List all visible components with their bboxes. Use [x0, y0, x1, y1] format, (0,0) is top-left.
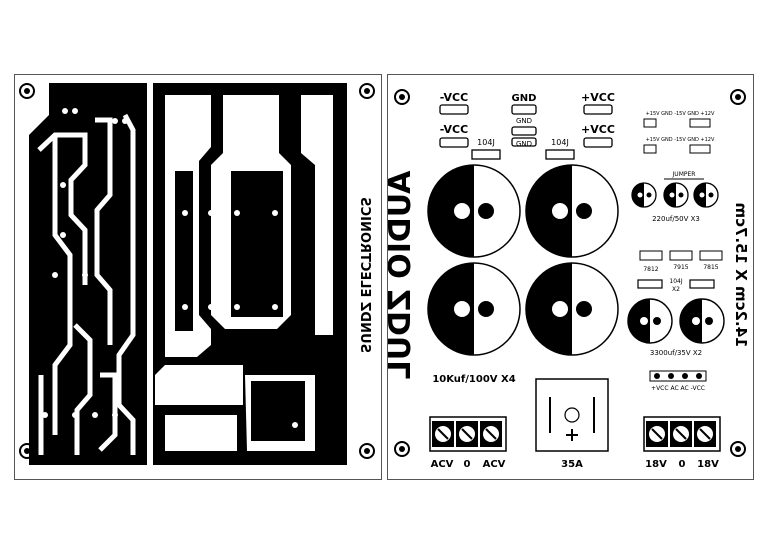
mounting-hole	[730, 441, 746, 457]
main-capacitor	[427, 262, 521, 356]
v18-right-label: 18V	[697, 459, 719, 470]
small-capacitor	[693, 182, 719, 208]
mounting-hole	[19, 83, 35, 99]
gnd-label-top: GND	[512, 93, 537, 104]
reg-row-label-1: +15V GND -15V GND +12V	[646, 111, 715, 117]
jumper-label: JUMPER	[672, 171, 696, 178]
main-capacitor	[427, 164, 521, 258]
acv-left-label: ACV	[431, 459, 454, 470]
cap-104j-right	[545, 149, 575, 160]
reg-7812-outline	[639, 250, 663, 261]
bridge-label: 35A	[561, 459, 583, 470]
reg-row-label-2: +15V GND -15V GND +12V	[646, 137, 715, 143]
cap-104j-x2-qty: X2	[672, 286, 680, 293]
mounting-hole	[394, 89, 410, 105]
reg-pad-1b	[689, 118, 711, 128]
cap-220-label: 220uf/50V X3	[652, 215, 700, 223]
mounting-hole	[730, 89, 746, 105]
cap-104j-left-label: 104J	[477, 138, 495, 147]
main-capacitor	[525, 262, 619, 356]
jumper-pad-gnd-low	[511, 137, 537, 147]
zero-left-label: 0	[464, 459, 471, 470]
cap-104j-x2-label: 104J	[669, 278, 682, 285]
cap-104j-x2-a	[637, 279, 663, 289]
small-capacitor	[631, 182, 657, 208]
jumper-pad-gnd-mid	[511, 126, 537, 136]
vcc-ac-row-label: +VCC AC AC -VCC	[651, 385, 705, 392]
medium-capacitor	[627, 298, 673, 344]
reg-pad-2b	[689, 144, 711, 154]
reg-7812-label: 7812	[643, 266, 658, 273]
cap-104j-right-label: 104J	[551, 138, 569, 147]
silkscreen-layer-board: AUDIO ZDUL 14.2cm X 15.7cm -VCC -VCC GND…	[387, 74, 754, 480]
main-caps-label: 10Kuf/100V X4	[432, 374, 515, 385]
jumper-pad-neg-vcc-2	[439, 137, 469, 148]
copper-layer-board: SUNDZ ELECTRONICS	[14, 74, 382, 480]
terminal-block-left	[429, 416, 507, 452]
mounting-hole	[359, 83, 375, 99]
reg-7815-label: 7815	[703, 264, 718, 271]
gnd-label-mid: GND	[516, 117, 532, 125]
copper-layer-svg: SUNDZ ELECTRONICS	[19, 83, 375, 465]
neg-vcc-label-2: -VCC	[440, 123, 468, 136]
jumper-pad-gnd-top	[511, 104, 537, 115]
neg-vcc-label-1: -VCC	[440, 91, 468, 104]
brand-text: AUDIO ZDUL	[388, 171, 418, 380]
reg-7915-outline	[669, 250, 693, 261]
gnd-label-low: GND	[516, 140, 532, 148]
zero-right-label: 0	[679, 459, 686, 470]
copper-text: SUNDZ ELECTRONICS	[357, 197, 372, 353]
terminal-block-right	[643, 416, 721, 452]
medium-capacitor	[679, 298, 725, 344]
trace-gaps-left	[37, 113, 136, 455]
jumper-pad-pos-vcc-2	[583, 137, 613, 148]
reg-7815-outline	[699, 250, 723, 261]
jumper-pad-pos-vcc-1	[583, 104, 613, 115]
pads	[42, 108, 318, 448]
cap-104j-x2-b	[689, 279, 715, 289]
pos-vcc-label-1: +VCC	[581, 91, 615, 104]
reg-pad-2a	[643, 144, 657, 154]
acv-right-label: ACV	[483, 459, 506, 470]
mounting-hole	[394, 441, 410, 457]
mounting-hole	[359, 443, 375, 459]
pos-vcc-label-2: +VCC	[581, 123, 615, 136]
copper-islands	[175, 171, 305, 441]
cap-104j-left	[471, 149, 501, 160]
header-4pin	[649, 370, 707, 382]
bridge-rectifier	[535, 378, 609, 452]
main-capacitor	[525, 164, 619, 258]
reg-7915-label: 7915	[673, 264, 688, 271]
jumper-pad-neg-vcc-1	[439, 104, 469, 115]
reg-pad-1a	[643, 118, 657, 128]
cap-3300-label: 3300uf/35V X2	[650, 349, 702, 357]
small-capacitor	[663, 182, 689, 208]
silkscreen-layer-svg: AUDIO ZDUL 14.2cm X 15.7cm -VCC -VCC GND…	[388, 89, 750, 470]
dimensions-text: 14.2cm X 15.7cm	[732, 202, 750, 347]
v18-left-label: 18V	[645, 459, 667, 470]
